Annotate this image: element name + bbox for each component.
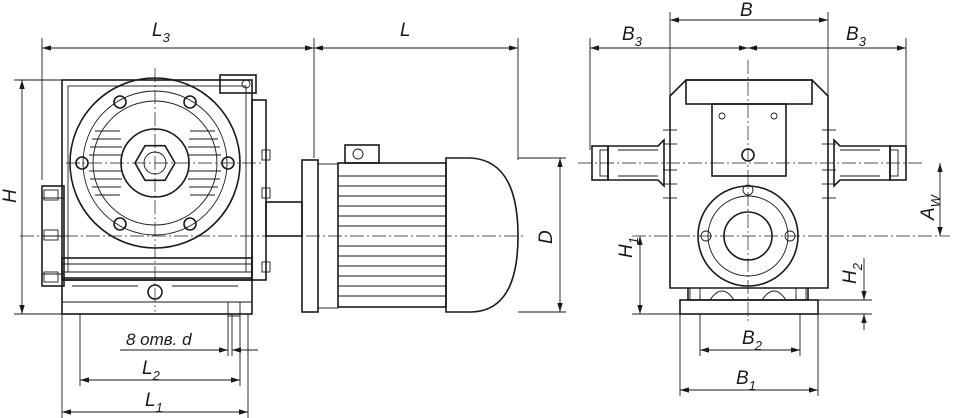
side-view bbox=[20, 68, 525, 317]
front-view-dimensions bbox=[589, 12, 943, 396]
label-H2: H2 bbox=[840, 262, 865, 284]
label-L2: L2 bbox=[142, 358, 161, 383]
label-B3-right: B3 bbox=[846, 24, 867, 49]
front-base bbox=[679, 299, 819, 315]
label-B2: B2 bbox=[742, 328, 763, 353]
front-view bbox=[578, 60, 950, 324]
label-L: L bbox=[400, 20, 411, 41]
label-L1: L1 bbox=[145, 390, 163, 415]
side-view-dimensions bbox=[14, 38, 566, 418]
label-D: D bbox=[536, 230, 557, 244]
motor-body bbox=[337, 144, 519, 313]
label-H1: H1 bbox=[616, 237, 641, 258]
label-B3-left: B3 bbox=[622, 24, 643, 49]
front-housing bbox=[669, 79, 829, 289]
gearbox-base bbox=[61, 279, 253, 315]
fan-cowl bbox=[445, 157, 519, 313]
label-H: H bbox=[0, 189, 21, 203]
label-B: B bbox=[740, 0, 753, 21]
label-Aw: AW bbox=[918, 193, 943, 221]
label-B1: B1 bbox=[736, 368, 756, 393]
label-holes: 8 отв. d bbox=[126, 330, 192, 349]
label-L3: L3 bbox=[152, 20, 171, 45]
